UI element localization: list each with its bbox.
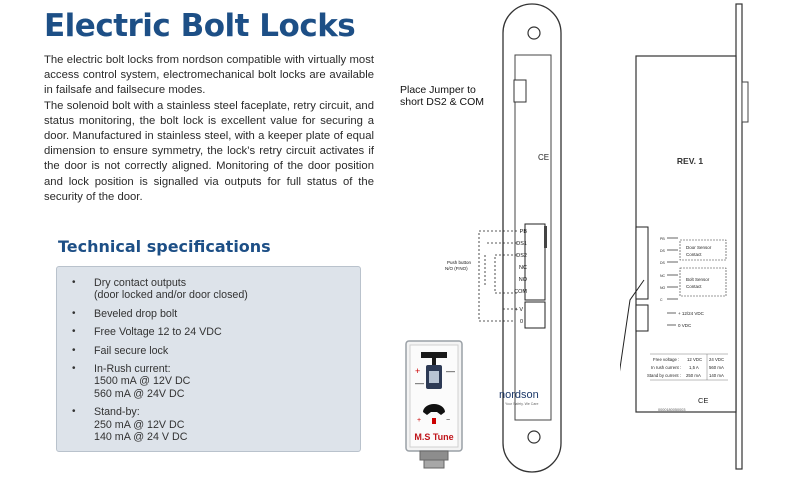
svg-text:C: C <box>660 298 663 302</box>
power-terminal-label: + V <box>515 307 524 313</box>
revision-label: REV. 1 <box>677 156 703 166</box>
spec-item: Free Voltage 12 to 24 VDC <box>57 326 360 339</box>
terminal-label: NO <box>519 277 528 283</box>
spec-item: In-Rush current: 1500 mA @ 12V DC 560 mA… <box>57 363 360 400</box>
terminal-label: DS1 <box>516 241 527 247</box>
spec-line: 1500 mA @ 12V DC <box>94 375 191 388</box>
svg-text:—: — <box>415 378 424 388</box>
spec-row-value: 250 mA <box>686 373 701 378</box>
ce-mark: CE <box>538 153 549 162</box>
bolt-sensor-label: Bolt Sensor <box>686 277 710 282</box>
spec-item: Beveled drop bolt <box>57 307 360 321</box>
svg-text:—: — <box>446 366 455 376</box>
description-paragraph: The electric bolt locks from nordson com… <box>44 54 374 97</box>
spec-row-value: 1,5 A <box>689 365 699 370</box>
door-sensor-label: Door Sensor <box>686 245 712 250</box>
page-title: Electric Bolt Locks <box>44 8 356 44</box>
ce-mark: CE <box>698 396 708 405</box>
spec-row-value: 560 mA <box>709 365 724 370</box>
serial-number: 0000180050003 <box>658 408 685 412</box>
svg-text:−: − <box>446 417 450 424</box>
spec-row-value: 140 mA <box>709 373 724 378</box>
terminal-label: COM <box>514 289 527 295</box>
terminal-label: PB <box>520 229 528 235</box>
svg-text:PB: PB <box>660 237 665 241</box>
spec-heading: Technical specifications <box>58 237 271 256</box>
spec-line: 560 mA @ 24V DC <box>94 387 185 400</box>
jumper-note-line: Place Jumper to <box>400 84 476 96</box>
svg-text:+: + <box>415 366 420 376</box>
spec-row-label: Free voltage : <box>653 357 679 362</box>
svg-text:DS: DS <box>660 261 666 265</box>
bolt-lock-faceplate-diagram: Place Jumper to short DS2 & COM CE PB DS… <box>400 3 562 473</box>
relay-module-image: + — — + − M.S Tune <box>405 340 463 469</box>
spec-row-label: In rush current : <box>651 365 681 370</box>
brand-tagline: Your Safety. We Care <box>505 402 538 406</box>
spec-line: Beveled drop bolt <box>94 307 178 320</box>
push-button-label: N/O (P.NO) <box>445 266 468 271</box>
spec-line: In-Rush current: <box>94 363 171 376</box>
power-label: 0 VDC <box>678 323 692 328</box>
terminal-label: NC <box>519 265 527 271</box>
spec-line: Fail secure lock <box>94 344 169 357</box>
spec-line: 250 mA @ 12V DC <box>94 418 185 431</box>
description-paragraph: The solenoid bolt with a stainless steel… <box>44 99 374 203</box>
jumper-note-line: short DS2 & COM <box>400 96 484 108</box>
spec-item: Dry contact outputs (door locked and/or … <box>57 277 360 302</box>
power-label: + 12/24 VDC <box>678 311 705 316</box>
spec-box: Dry contact outputs (door locked and/or … <box>56 266 361 452</box>
spec-line: Dry contact outputs <box>94 277 187 289</box>
door-sensor-label: Contact <box>686 252 702 257</box>
spec-item: Stand-by: 250 mA @ 12V DC 140 mA @ 24 V … <box>57 406 360 443</box>
spec-row-label: Stand by current : <box>647 373 681 378</box>
svg-text:DS: DS <box>660 249 666 253</box>
spec-line: Stand-by: <box>94 406 140 419</box>
spec-line: Free Voltage 12 to 24 VDC <box>94 326 222 339</box>
spec-item: Fail secure lock <box>57 344 360 358</box>
terminal-label: DS2 <box>516 253 527 259</box>
spec-list: Dry contact outputs (door locked and/or … <box>57 267 360 443</box>
svg-text:+: + <box>417 417 421 424</box>
power-terminal-label: 0 <box>520 319 523 325</box>
description: The electric bolt locks from nordson com… <box>44 53 374 205</box>
svg-text:NO: NO <box>660 286 666 290</box>
svg-text:NC: NC <box>660 274 666 278</box>
relay-label: M.S Tune <box>414 432 453 442</box>
spec-line: (door locked and/or door closed) <box>94 289 248 302</box>
spec-row-value: 24 VDC <box>709 357 724 362</box>
brand-logo: nordson <box>499 389 539 401</box>
spec-row-value: 12 VDC <box>687 357 702 362</box>
spec-line: 140 mA @ 24 V DC <box>94 431 188 444</box>
bolt-sensor-label: Contact <box>686 284 702 289</box>
push-button-label: Push button <box>447 260 472 265</box>
